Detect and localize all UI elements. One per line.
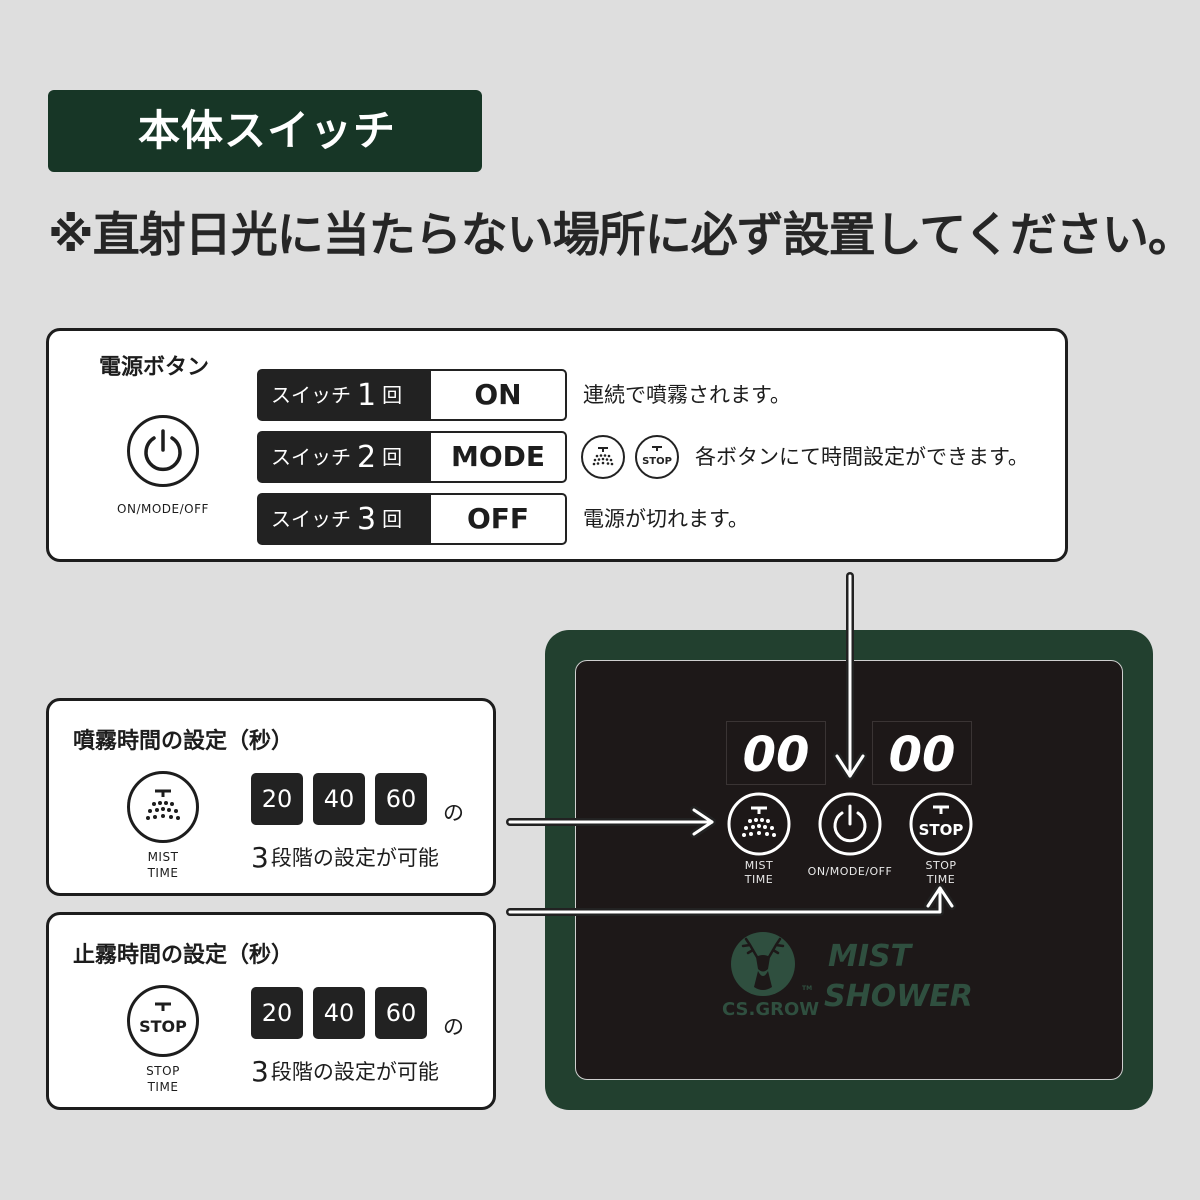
mist-no-particle: の xyxy=(443,801,464,825)
product-name-line2: SHOWER xyxy=(824,979,973,1014)
power-card-title: 電源ボタン xyxy=(99,355,210,380)
section-title-badge: 本体スイッチ xyxy=(48,90,482,172)
mode-description: 各ボタンにて時間設定ができます。 xyxy=(695,445,1029,469)
device-power-button[interactable] xyxy=(817,791,883,857)
brand-name: CS.GROW xyxy=(722,999,820,1020)
placement-warning: ※直射日光に当たらない場所に必ず設置してください。 xyxy=(48,208,1195,263)
mode-value-off: OFF xyxy=(429,493,567,545)
mist-option-40: 40 xyxy=(313,773,365,825)
stop-mist-icon-label: STOP xyxy=(642,456,672,467)
mist-spray-icon xyxy=(127,771,199,843)
section-title: 本体スイッチ xyxy=(138,106,397,155)
product-name-line1: MIST xyxy=(828,939,912,974)
stop-mist-icon: STOP xyxy=(127,985,199,1057)
stop-icon-label: STOP xyxy=(139,1017,187,1036)
mist-stage-text: 3段階の設定が可能 xyxy=(251,841,439,874)
mist-option-60: 60 xyxy=(375,773,427,825)
off-description: 電源が切れます。 xyxy=(583,507,749,531)
right-display-value: 00 xyxy=(889,727,956,783)
stop-time-card: 止霧時間の設定（秒） STOP STOP TIME 20 40 60 の 3段階… xyxy=(46,912,496,1110)
stop-option-40: 40 xyxy=(313,987,365,1039)
power-icon xyxy=(127,415,199,487)
deer-logo-icon xyxy=(731,932,795,996)
mist-option-20: 20 xyxy=(251,773,303,825)
stop-option-20: 20 xyxy=(251,987,303,1039)
stop-no-particle: の xyxy=(443,1015,464,1039)
mist-caption: MIST TIME xyxy=(147,850,179,880)
stop-stage-text: 3段階の設定が可能 xyxy=(251,1055,439,1088)
arrow-to-stop-button xyxy=(506,884,956,916)
stop-option-60: 60 xyxy=(375,987,427,1039)
on-description: 連続で噴霧されます。 xyxy=(583,383,791,407)
device-stop-caption: STOP TIME xyxy=(925,859,957,886)
arrow-to-power-button xyxy=(833,572,867,780)
mist-spray-icon xyxy=(581,435,625,479)
stop-mist-icon: STOP xyxy=(635,435,679,479)
device-mist-button[interactable] xyxy=(726,791,792,857)
mode-value-on: ON xyxy=(429,369,567,421)
stop-card-title: 止霧時間の設定（秒） xyxy=(73,943,294,968)
mode-value-mode: MODE xyxy=(429,431,567,483)
stop-caption: STOP TIME xyxy=(146,1064,180,1094)
mist-card-title: 噴霧時間の設定（秒） xyxy=(73,729,294,754)
trademark: TM xyxy=(802,985,813,992)
arrow-to-mist-button xyxy=(506,806,716,838)
mist-time-card: 噴霧時間の設定（秒） MIST TIME 20 40 60 の 3段階の設定が可… xyxy=(46,698,496,896)
power-caption: ON/MODE/OFF xyxy=(117,502,209,516)
device-stop-button[interactable]: STOP xyxy=(908,791,974,857)
left-digit-display: 00 xyxy=(726,721,826,785)
device-mist-caption: MIST TIME xyxy=(744,859,774,886)
right-digit-display: 00 xyxy=(872,721,972,785)
left-display-value: 00 xyxy=(743,727,810,783)
device-power-caption: ON/MODE/OFF xyxy=(807,865,893,878)
device-stop-label: STOP xyxy=(919,821,964,839)
